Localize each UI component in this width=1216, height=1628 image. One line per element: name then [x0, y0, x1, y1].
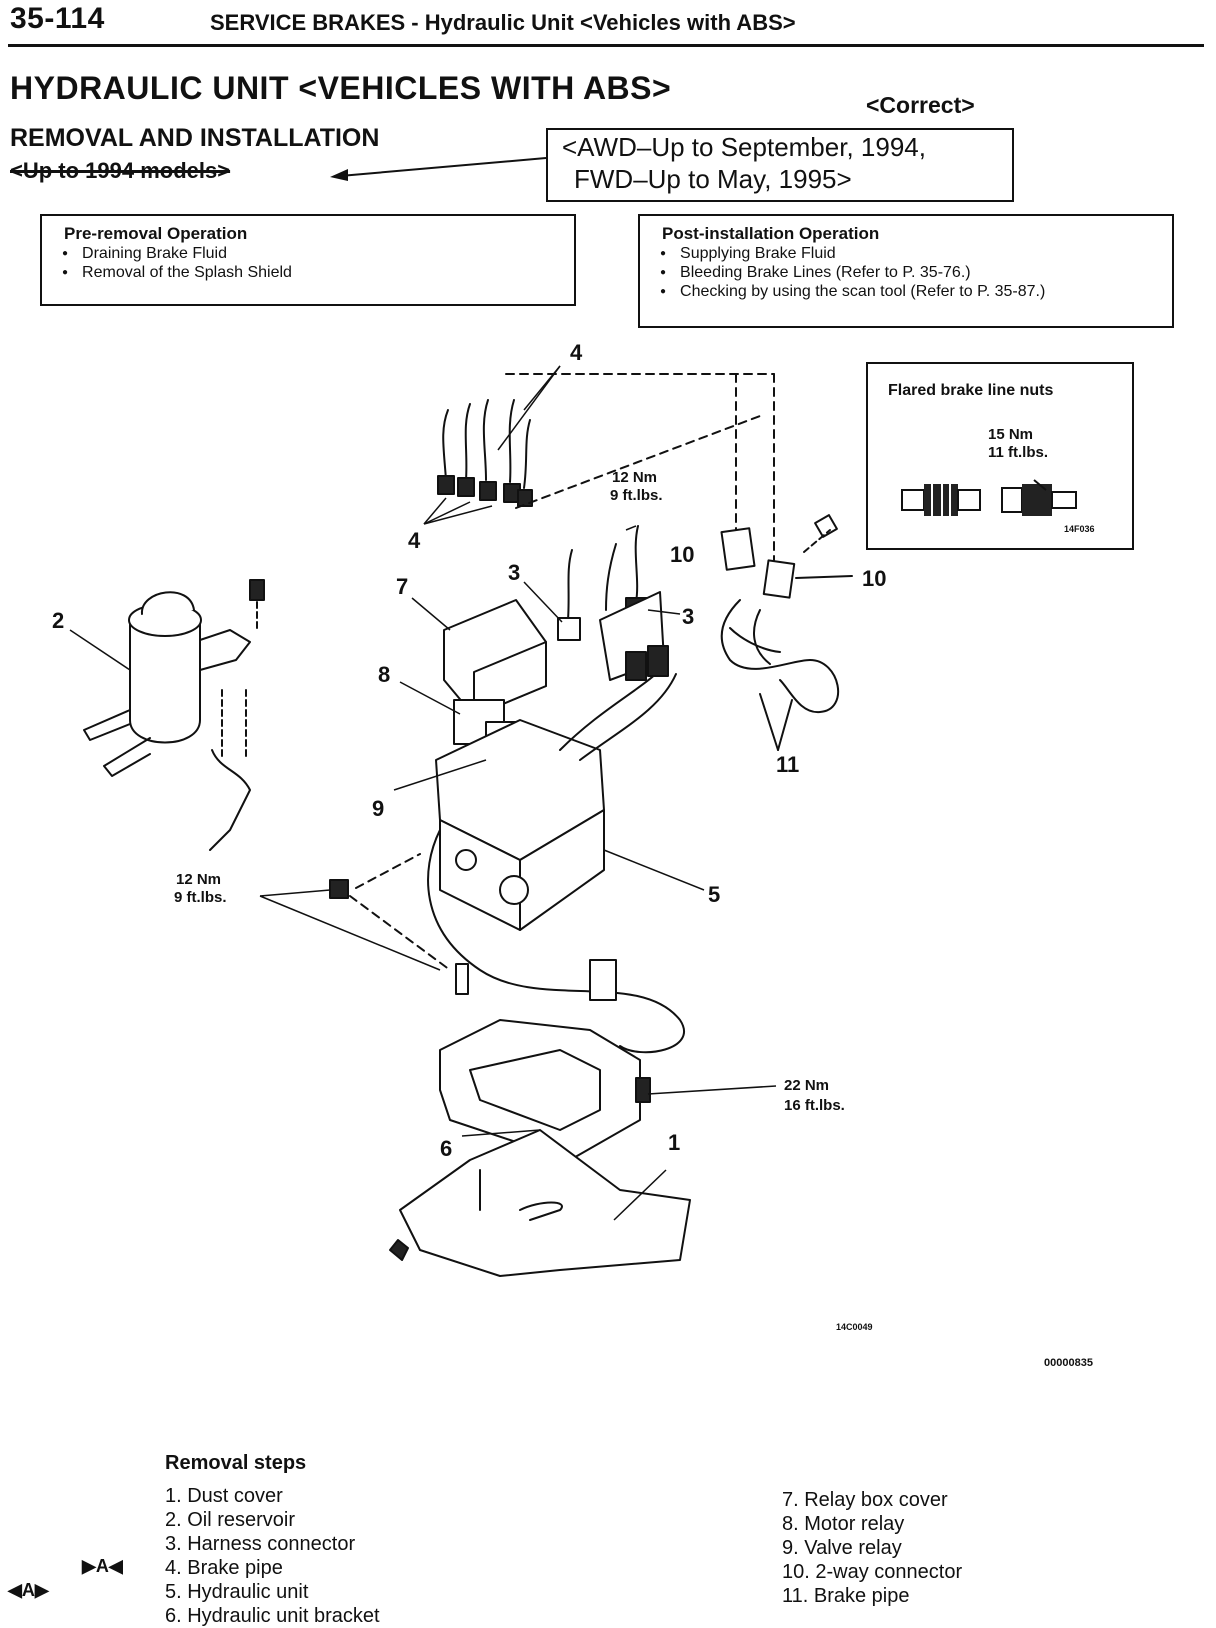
torque-bottom-ftlbs: 16 ft.lbs.	[784, 1097, 845, 1114]
removal-step: 9. Valve relay	[782, 1537, 902, 1559]
removal-step: 3. Harness connector	[165, 1533, 356, 1555]
callout-3-left: 3	[508, 560, 520, 585]
header-divider	[8, 44, 1204, 47]
callout-2: 2	[52, 608, 64, 633]
removal-steps-title: Removal steps	[165, 1452, 307, 1474]
correct-tag: <Correct>	[866, 92, 975, 118]
torque-left-nm: 12 Nm	[176, 871, 221, 888]
post-installation-box: Post-installation Operation Supplying Br…	[638, 214, 1174, 328]
section-title: SERVICE BRAKES - Hydraulic Unit <Vehicle…	[210, 10, 796, 35]
page-number: 35-114	[10, 2, 105, 35]
callout-6: 6	[440, 1136, 452, 1161]
removal-step: 8. Motor relay	[782, 1513, 905, 1535]
pre-removal-item: Removal of the Splash Shield	[62, 263, 292, 282]
removal-steps-left: 1. Dust cover 2. Oil reservoir 3. Harnes…	[165, 1484, 380, 1628]
step-marker-installation: ▶A◀	[82, 1556, 123, 1576]
flare-box-title: Flared brake line nuts	[888, 382, 1054, 399]
struck-model-note: <Up to 1994 models>	[10, 158, 231, 183]
callout-10-right: 10	[862, 566, 886, 591]
flare-torque-ftlbs: 11 ft.lbs.	[988, 444, 1049, 461]
brake-pipe-cluster-illustration	[437, 399, 533, 507]
removal-step: 7. Relay box cover	[782, 1489, 948, 1511]
flare-figure-code: 14F036	[1064, 524, 1095, 534]
applicability-arrow	[330, 157, 547, 181]
hydraulic-unit-exploded-diagram: 4 4 2 7 3 3 10 10 8 9 11 5 6 1 12 Nm 9 f…	[52, 340, 1093, 1369]
page-title: HYDRAULIC UNIT <VEHICLES WITH ABS>	[10, 70, 672, 106]
callout-9: 9	[372, 796, 384, 821]
callout-1: 1	[668, 1130, 680, 1155]
page-code: 00000835	[1044, 1357, 1093, 1369]
callout-7: 7	[396, 574, 408, 599]
applicability-line-1: <AWD–Up to September, 1994,	[562, 132, 926, 162]
removal-step: 2. Oil reservoir	[165, 1509, 296, 1531]
callout-4-top: 4	[570, 340, 583, 365]
pre-removal-box: Pre-removal Operation Draining Brake Flu…	[40, 214, 576, 306]
flare-torque-nm: 15 Nm	[988, 426, 1034, 443]
applicability-line-2: FWD–Up to May, 1995>	[574, 164, 852, 194]
figure-code: 14C0049	[836, 1322, 873, 1332]
removal-step: 6. Hydraulic unit bracket	[165, 1605, 380, 1627]
torque-top-nm: 12 Nm	[612, 469, 657, 486]
post-installation-item: Checking by using the scan tool (Refer t…	[660, 282, 1045, 301]
applicability-box: <AWD–Up to September, 1994, FWD–Up to Ma…	[546, 128, 1014, 202]
post-installation-item: Bleeding Brake Lines (Refer to P. 35-76.…	[660, 263, 1045, 282]
removal-step: 11. Brake pipe	[782, 1585, 910, 1607]
post-installation-title: Post-installation Operation	[662, 224, 880, 243]
removal-steps-right: 7. Relay box cover 8. Motor relay 9. Val…	[782, 1488, 962, 1608]
callout-5: 5	[708, 882, 720, 907]
callout-4-bottom: 4	[408, 528, 421, 553]
callout-11: 11	[776, 752, 799, 777]
torque-left-ftlbs: 9 ft.lbs.	[174, 889, 227, 906]
pre-removal-item: Draining Brake Fluid	[62, 244, 292, 263]
flare-nut-box: Flared brake line nuts 15 Nm 11 ft.lbs. …	[866, 362, 1134, 550]
removal-step: 5. Hydraulic unit	[165, 1581, 309, 1603]
section-subtitle: REMOVAL AND INSTALLATION	[10, 124, 380, 152]
flare-nut-illustration	[901, 479, 1077, 516]
post-installation-item: Supplying Brake Fluid	[660, 244, 1045, 263]
step-marker-removal: ◀A▶	[8, 1580, 49, 1600]
removal-step: 1. Dust cover	[165, 1485, 283, 1507]
callout-3-right: 3	[682, 604, 694, 629]
removal-step: 10. 2-way connector	[782, 1561, 963, 1583]
callout-10-left: 10	[670, 542, 694, 567]
callout-8: 8	[378, 662, 390, 687]
torque-bottom-nm: 22 Nm	[784, 1077, 829, 1094]
pre-removal-title: Pre-removal Operation	[64, 224, 248, 243]
removal-step: 4. Brake pipe	[165, 1557, 283, 1579]
torque-top-ftlbs: 9 ft.lbs.	[610, 487, 663, 504]
